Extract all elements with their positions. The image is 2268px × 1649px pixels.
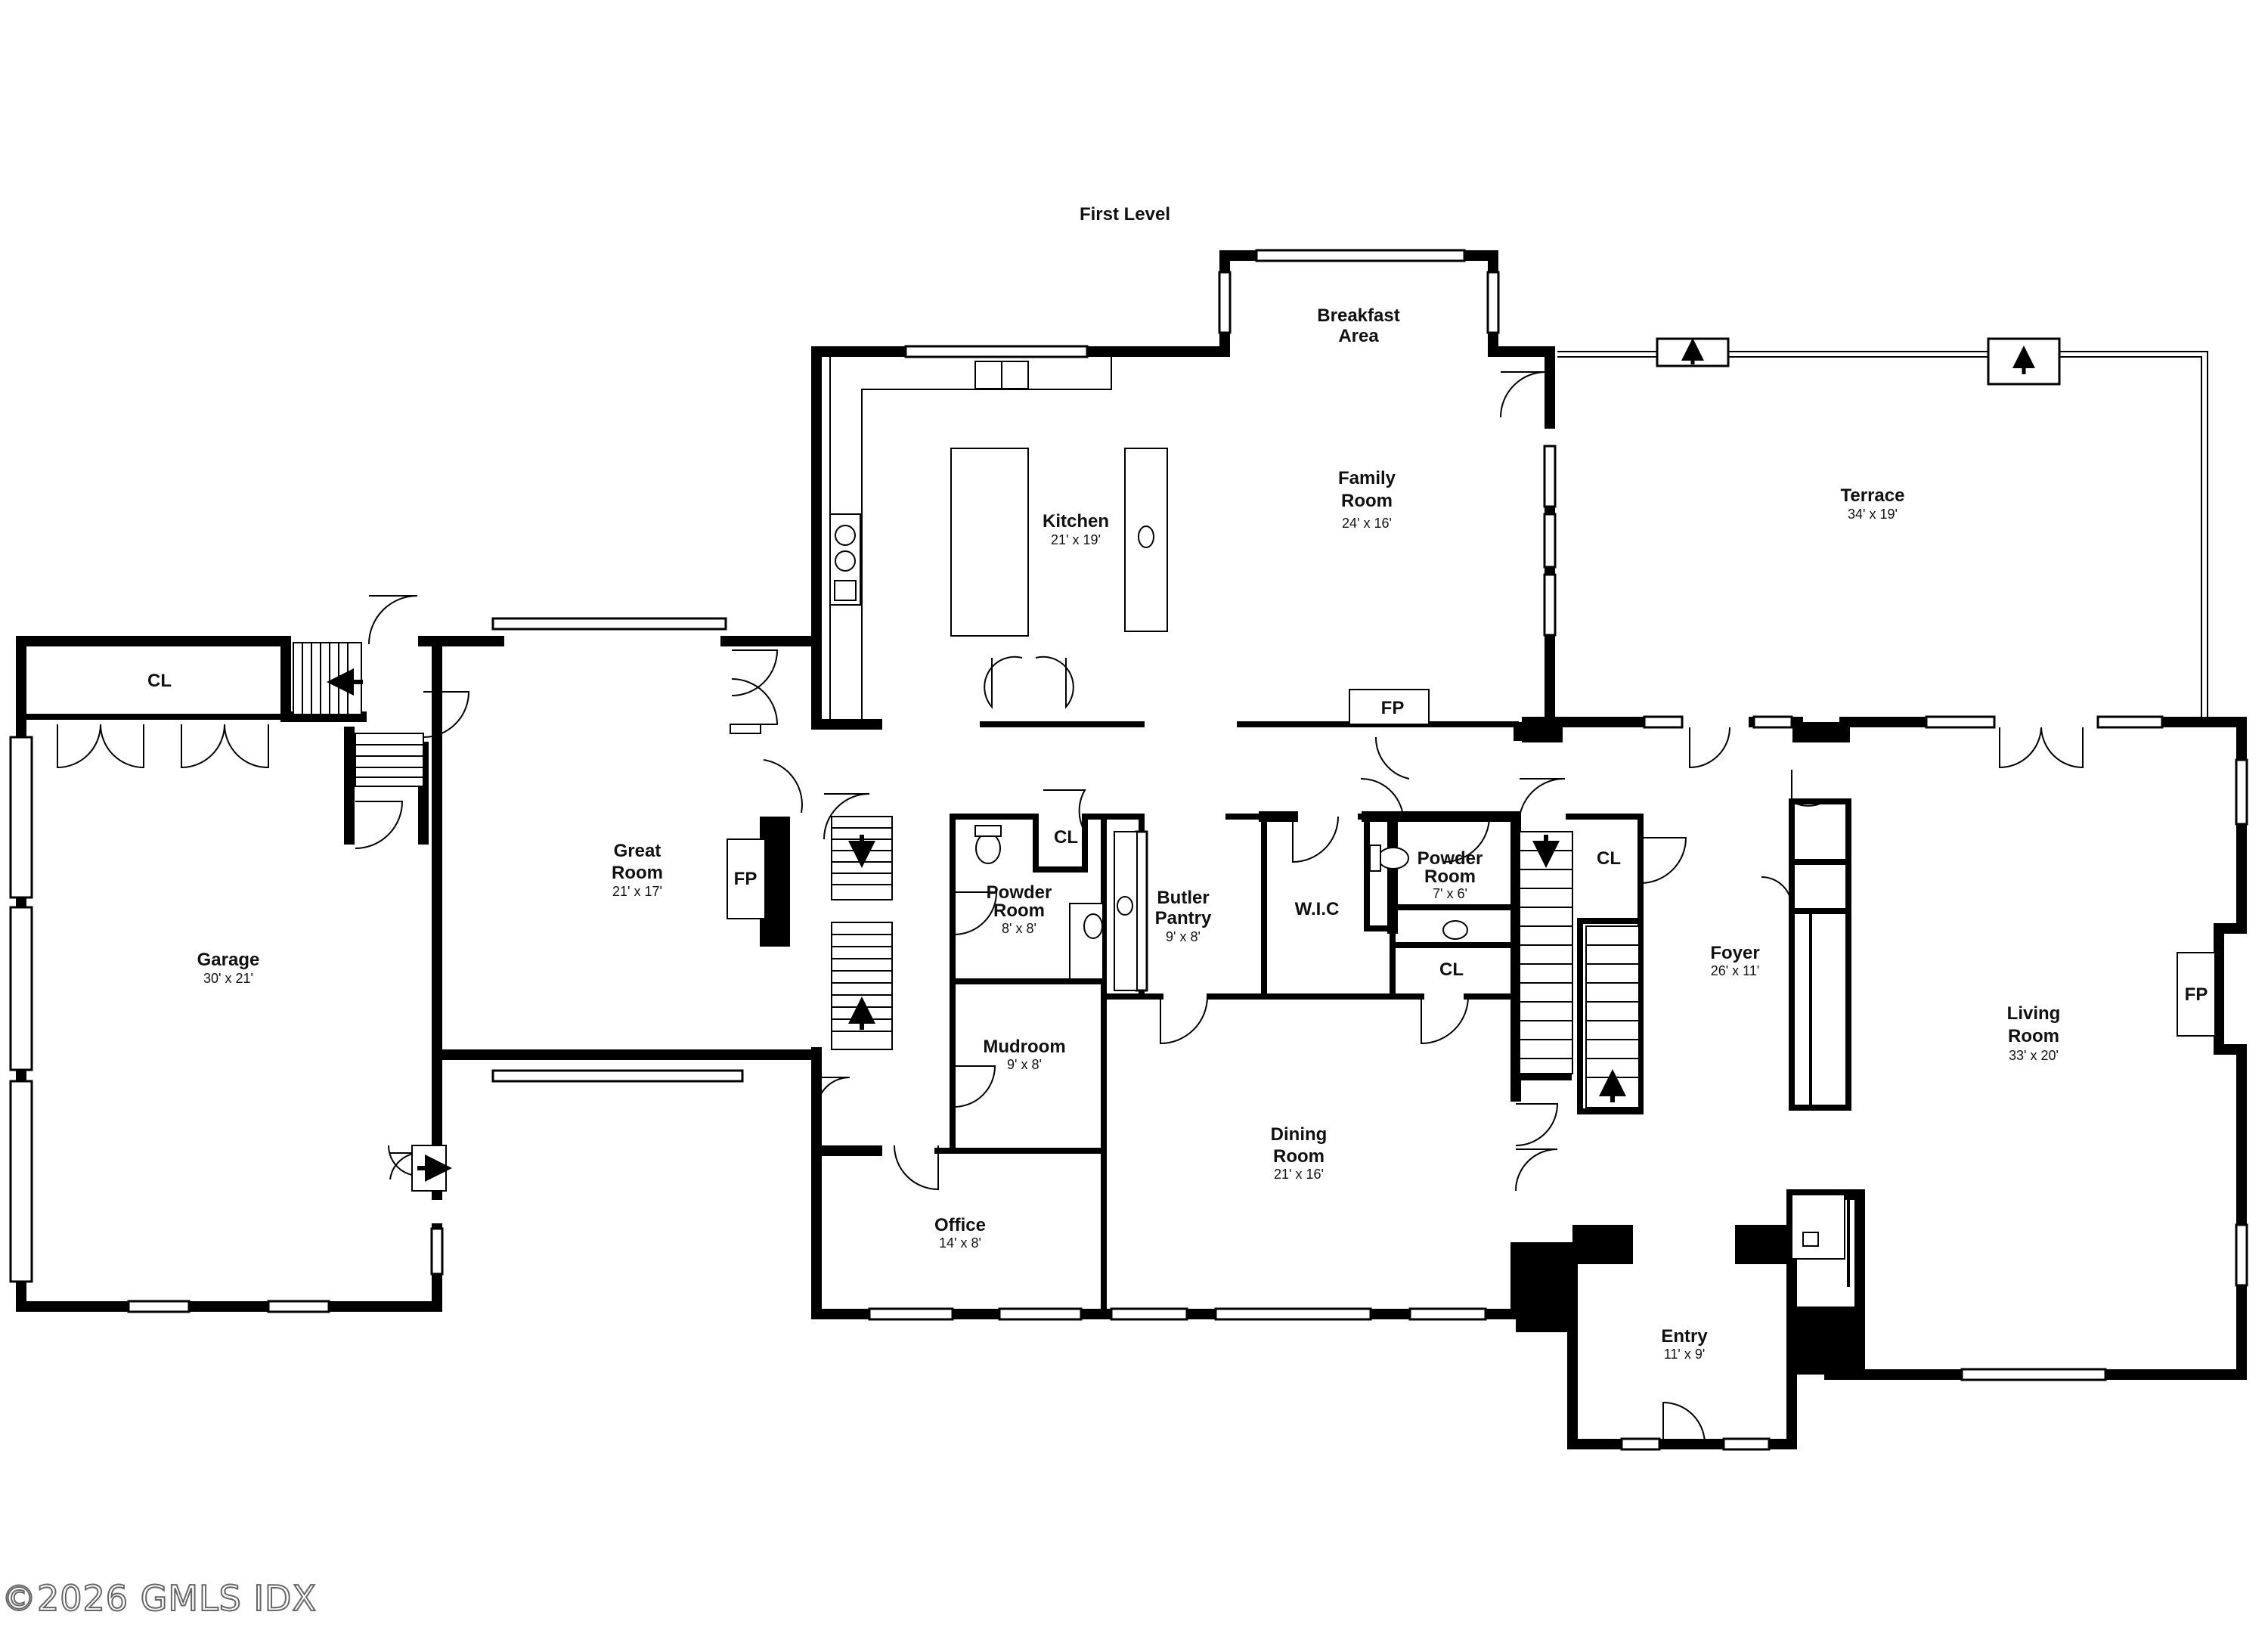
svg-text:Dining: Dining [1271, 1124, 1328, 1145]
svg-text:Powder: Powder [987, 882, 1052, 903]
svg-text:34' x 19': 34' x 19' [1848, 507, 1898, 522]
svg-text:9' x 8': 9' x 8' [1166, 929, 1201, 944]
fireplace-label: FP [734, 869, 758, 889]
svg-text:Powder: Powder [1418, 848, 1483, 869]
svg-text:Terrace: Terrace [1841, 485, 1905, 506]
room-breakfast-area: Breakfast Area [1317, 305, 1399, 346]
svg-text:Mudroom: Mudroom [983, 1037, 1065, 1057]
room-office: Office 14' x 8' [934, 1215, 986, 1251]
terrace-outline [1557, 337, 2208, 722]
svg-text:Butler: Butler [1157, 888, 1209, 908]
closet-label: CL [1054, 827, 1078, 848]
closet-label: CL [1597, 848, 1621, 869]
svg-text:24' x 16': 24' x 16' [1342, 516, 1392, 531]
room-mudroom: Mudroom 9' x 8' [983, 1037, 1065, 1072]
svg-text:Room: Room [612, 863, 663, 883]
toilet-icon [975, 832, 1001, 864]
room-foyer: Foyer 26' x 11' [1710, 943, 1759, 978]
svg-text:Pantry: Pantry [1155, 908, 1212, 928]
svg-text:Living: Living [2007, 1003, 2061, 1024]
watermark: ©2026 GMLS IDX [2, 1578, 317, 1619]
room-butler-pantry: Butler Pantry 9' x 8' [1155, 888, 1212, 944]
svg-text:Entry: Entry [1661, 1326, 1708, 1347]
svg-text:30' x 21': 30' x 21' [203, 971, 253, 986]
room-labels: Breakfast Area Family Room 24' x 16' Ter… [197, 305, 2061, 1362]
svg-text:Room: Room [993, 900, 1045, 921]
svg-text:8' x 8': 8' x 8' [1002, 921, 1036, 936]
room-powder-room-2: Powder Room 7' x 6' [1418, 848, 1483, 901]
closet-label: CL [147, 671, 172, 691]
svg-text:33' x 20': 33' x 20' [2009, 1048, 2059, 1063]
svg-text:Room: Room [2008, 1026, 2059, 1046]
plan-title: First Level [1080, 204, 1170, 225]
svg-text:Kitchen: Kitchen [1043, 511, 1109, 532]
terrace-step-arrows [1681, 338, 2035, 374]
svg-text:Family: Family [1338, 468, 1396, 488]
svg-text:W.I.C: W.I.C [1295, 899, 1340, 919]
svg-text:11' x 9': 11' x 9' [1664, 1347, 1706, 1362]
svg-text:26' x 11': 26' x 11' [1711, 963, 1760, 978]
room-name: Area [1338, 326, 1379, 346]
room-dining-room: Dining Room 21' x 16' [1271, 1124, 1328, 1182]
svg-text:14' x 8': 14' x 8' [939, 1235, 981, 1251]
doors [57, 371, 2084, 1443]
fixture-labels: CL CL CL CL FP FP FP [147, 671, 2208, 1005]
svg-text:21' x 19': 21' x 19' [1051, 532, 1101, 547]
room-wic: W.I.C [1295, 899, 1340, 919]
svg-text:Foyer: Foyer [1710, 943, 1759, 963]
svg-text:9' x 8': 9' x 8' [1007, 1057, 1042, 1072]
room-family-room: Family Room 24' x 16' [1338, 468, 1396, 531]
room-powder-room-1: Powder Room 8' x 8' [987, 882, 1052, 936]
room-great-room: Great Room 21' x 17' [612, 841, 663, 899]
stair-arrow-icon [327, 668, 1626, 1182]
svg-text:Great: Great [614, 841, 662, 861]
room-entry: Entry 11' x 9' [1661, 1326, 1708, 1362]
svg-text:Garage: Garage [197, 950, 260, 970]
fireplace-label: FP [1381, 698, 1405, 718]
room-garage: Garage 30' x 21' [197, 950, 260, 986]
windows [9, 249, 2248, 1451]
room-kitchen: Kitchen 21' x 19' [1043, 511, 1109, 547]
fixtures [727, 357, 2216, 1260]
svg-text:Room: Room [1273, 1146, 1325, 1167]
wall-masses [760, 722, 1860, 1375]
room-terrace: Terrace 34' x 19' [1841, 485, 1905, 522]
svg-text:Room: Room [1341, 491, 1393, 511]
svg-text:21' x 17': 21' x 17' [612, 884, 662, 899]
closet-label: CL [1439, 959, 1464, 980]
room-name: Breakfast [1317, 305, 1399, 326]
fireplace-label: FP [2185, 984, 2208, 1005]
svg-text:Room: Room [1424, 866, 1476, 887]
room-living-room: Living Room 33' x 20' [2007, 1003, 2061, 1063]
svg-text:Office: Office [934, 1215, 986, 1235]
svg-text:21' x 16': 21' x 16' [1274, 1167, 1324, 1182]
svg-text:7' x 6': 7' x 6' [1433, 886, 1467, 901]
